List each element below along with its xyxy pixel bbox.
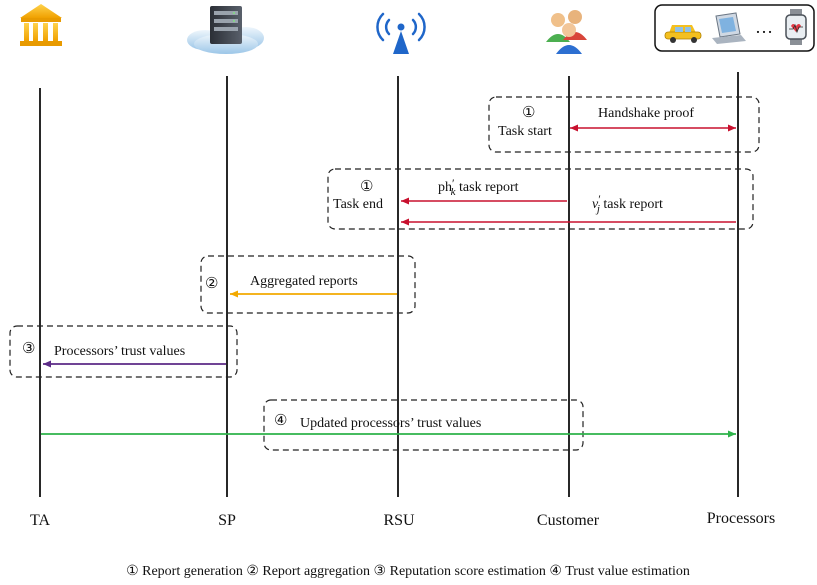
task-start-label: Task start	[498, 124, 552, 139]
aggregation-box	[200, 255, 416, 314]
actor-sp: SP	[218, 512, 236, 529]
bank-icon	[20, 4, 62, 46]
handshake-proof-label: Handshake proof	[598, 106, 694, 121]
laptop-icon	[712, 12, 746, 44]
server-cloud-icon	[187, 6, 264, 54]
actor-ta: TA	[30, 512, 50, 529]
antenna-icon	[376, 12, 426, 54]
task-end-label: Task end	[333, 197, 383, 212]
step-number-2: ②	[205, 276, 218, 292]
step-number-1b: ①	[360, 179, 373, 195]
step-number-1a: ①	[522, 105, 535, 121]
car-icon	[664, 25, 702, 43]
legend: ① Report generation ② Report aggregation…	[126, 564, 690, 579]
actor-rsu: RSU	[383, 512, 415, 529]
updated-trust-label: Updated processors’ trust values	[300, 416, 481, 431]
task-end-box	[327, 168, 754, 230]
people-icon	[546, 10, 587, 54]
ellipsis-icon: …	[755, 17, 773, 37]
v-task-report-label: v′j task report	[592, 192, 663, 215]
step-number-4: ④	[274, 413, 287, 429]
step-number-3: ③	[22, 341, 35, 357]
ph-task-report-label: ph′k task report	[438, 176, 519, 198]
trust-values-label: Processors’ trust values	[54, 344, 185, 359]
actor-customer: Customer	[537, 512, 600, 529]
actor-processors: Processors	[707, 510, 775, 527]
trust-values-box	[9, 325, 238, 378]
updated-trust-box	[263, 399, 584, 451]
smartwatch-icon	[785, 9, 807, 45]
aggregated-reports-label: Aggregated reports	[250, 274, 358, 289]
